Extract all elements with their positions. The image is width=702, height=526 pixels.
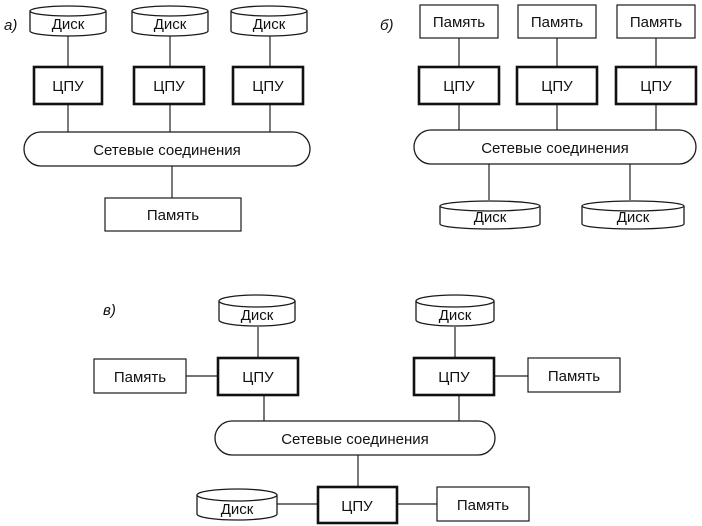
memory-c-bottom-label: Память	[457, 497, 509, 514]
network-c-label: Сетевые соединения	[281, 431, 429, 448]
disk-b2: Диск	[581, 200, 685, 230]
panel-b-label: б)	[380, 17, 393, 34]
memory-a: Память	[104, 197, 242, 232]
cpu-c-right: ЦПУ	[412, 356, 496, 397]
network-a-label: Сетевые соединения	[93, 142, 241, 159]
memory-a-label: Память	[147, 207, 199, 224]
cpu-a1-label: ЦПУ	[52, 78, 84, 95]
disk-b1-label: Диск	[474, 209, 507, 226]
panel-a: а) Диск Диск Диск ЦПУ	[4, 5, 311, 232]
disk-c-bottom: Диск	[196, 488, 278, 521]
memory-b2-label: Память	[531, 14, 583, 31]
cpu-a2-label: ЦПУ	[153, 78, 185, 95]
memory-b1-label: Память	[433, 14, 485, 31]
cpu-b2: ЦПУ	[515, 65, 599, 106]
network-b: Сетевые соединения	[413, 129, 697, 165]
disk-a2-label: Диск	[154, 16, 187, 33]
network-b-label: Сетевые соединения	[481, 140, 629, 157]
disk-b1: Диск	[439, 200, 541, 230]
panel-c: в) Диск Диск Память Память	[93, 294, 621, 525]
cpu-c-bottom-label: ЦПУ	[341, 498, 373, 515]
disk-a1: Диск	[29, 5, 107, 37]
memory-b1: Память	[419, 4, 499, 39]
panel-c-label: в)	[103, 302, 116, 319]
memory-c-left: Память	[93, 358, 187, 394]
memory-c-right-label: Память	[548, 368, 600, 385]
disk-a3-label: Диск	[253, 16, 286, 33]
disk-c-left-label: Диск	[241, 307, 274, 324]
cpu-b3-label: ЦПУ	[640, 78, 672, 95]
disk-c-right-label: Диск	[439, 307, 472, 324]
cpu-a2: ЦПУ	[132, 65, 206, 106]
cpu-b3: ЦПУ	[614, 65, 698, 106]
memory-b3-label: Память	[630, 14, 682, 31]
disk-b2-label: Диск	[617, 209, 650, 226]
cpu-b1: ЦПУ	[417, 65, 501, 106]
cpu-b2-label: ЦПУ	[541, 78, 573, 95]
cpu-c-bottom: ЦПУ	[316, 485, 399, 525]
disk-a3: Диск	[230, 5, 308, 37]
memory-c-right: Память	[527, 357, 621, 393]
network-c: Сетевые соединения	[214, 420, 496, 456]
disk-a2: Диск	[131, 5, 209, 37]
cpu-a1: ЦПУ	[32, 65, 104, 106]
cpu-a3-label: ЦПУ	[252, 78, 284, 95]
panel-a-label: а)	[4, 17, 17, 34]
cpu-c-left-label: ЦПУ	[242, 369, 274, 386]
cpu-c-left: ЦПУ	[216, 356, 300, 397]
memory-c-bottom: Память	[436, 486, 530, 522]
memory-b3: Память	[616, 4, 696, 39]
memory-c-left-label: Память	[114, 369, 166, 386]
disk-c-bottom-label: Диск	[221, 501, 254, 518]
disk-c-left: Диск	[218, 294, 296, 327]
cpu-b1-label: ЦПУ	[443, 78, 475, 95]
network-a: Сетевые соединения	[23, 131, 311, 167]
cpu-c-right-label: ЦПУ	[438, 369, 470, 386]
cpu-a3: ЦПУ	[231, 65, 305, 106]
memory-b2: Память	[517, 4, 597, 39]
panel-b: б) Память Память Память ЦПУ ЦПУ	[380, 4, 698, 230]
disk-a1-label: Диск	[52, 16, 85, 33]
disk-c-right: Диск	[415, 294, 495, 327]
